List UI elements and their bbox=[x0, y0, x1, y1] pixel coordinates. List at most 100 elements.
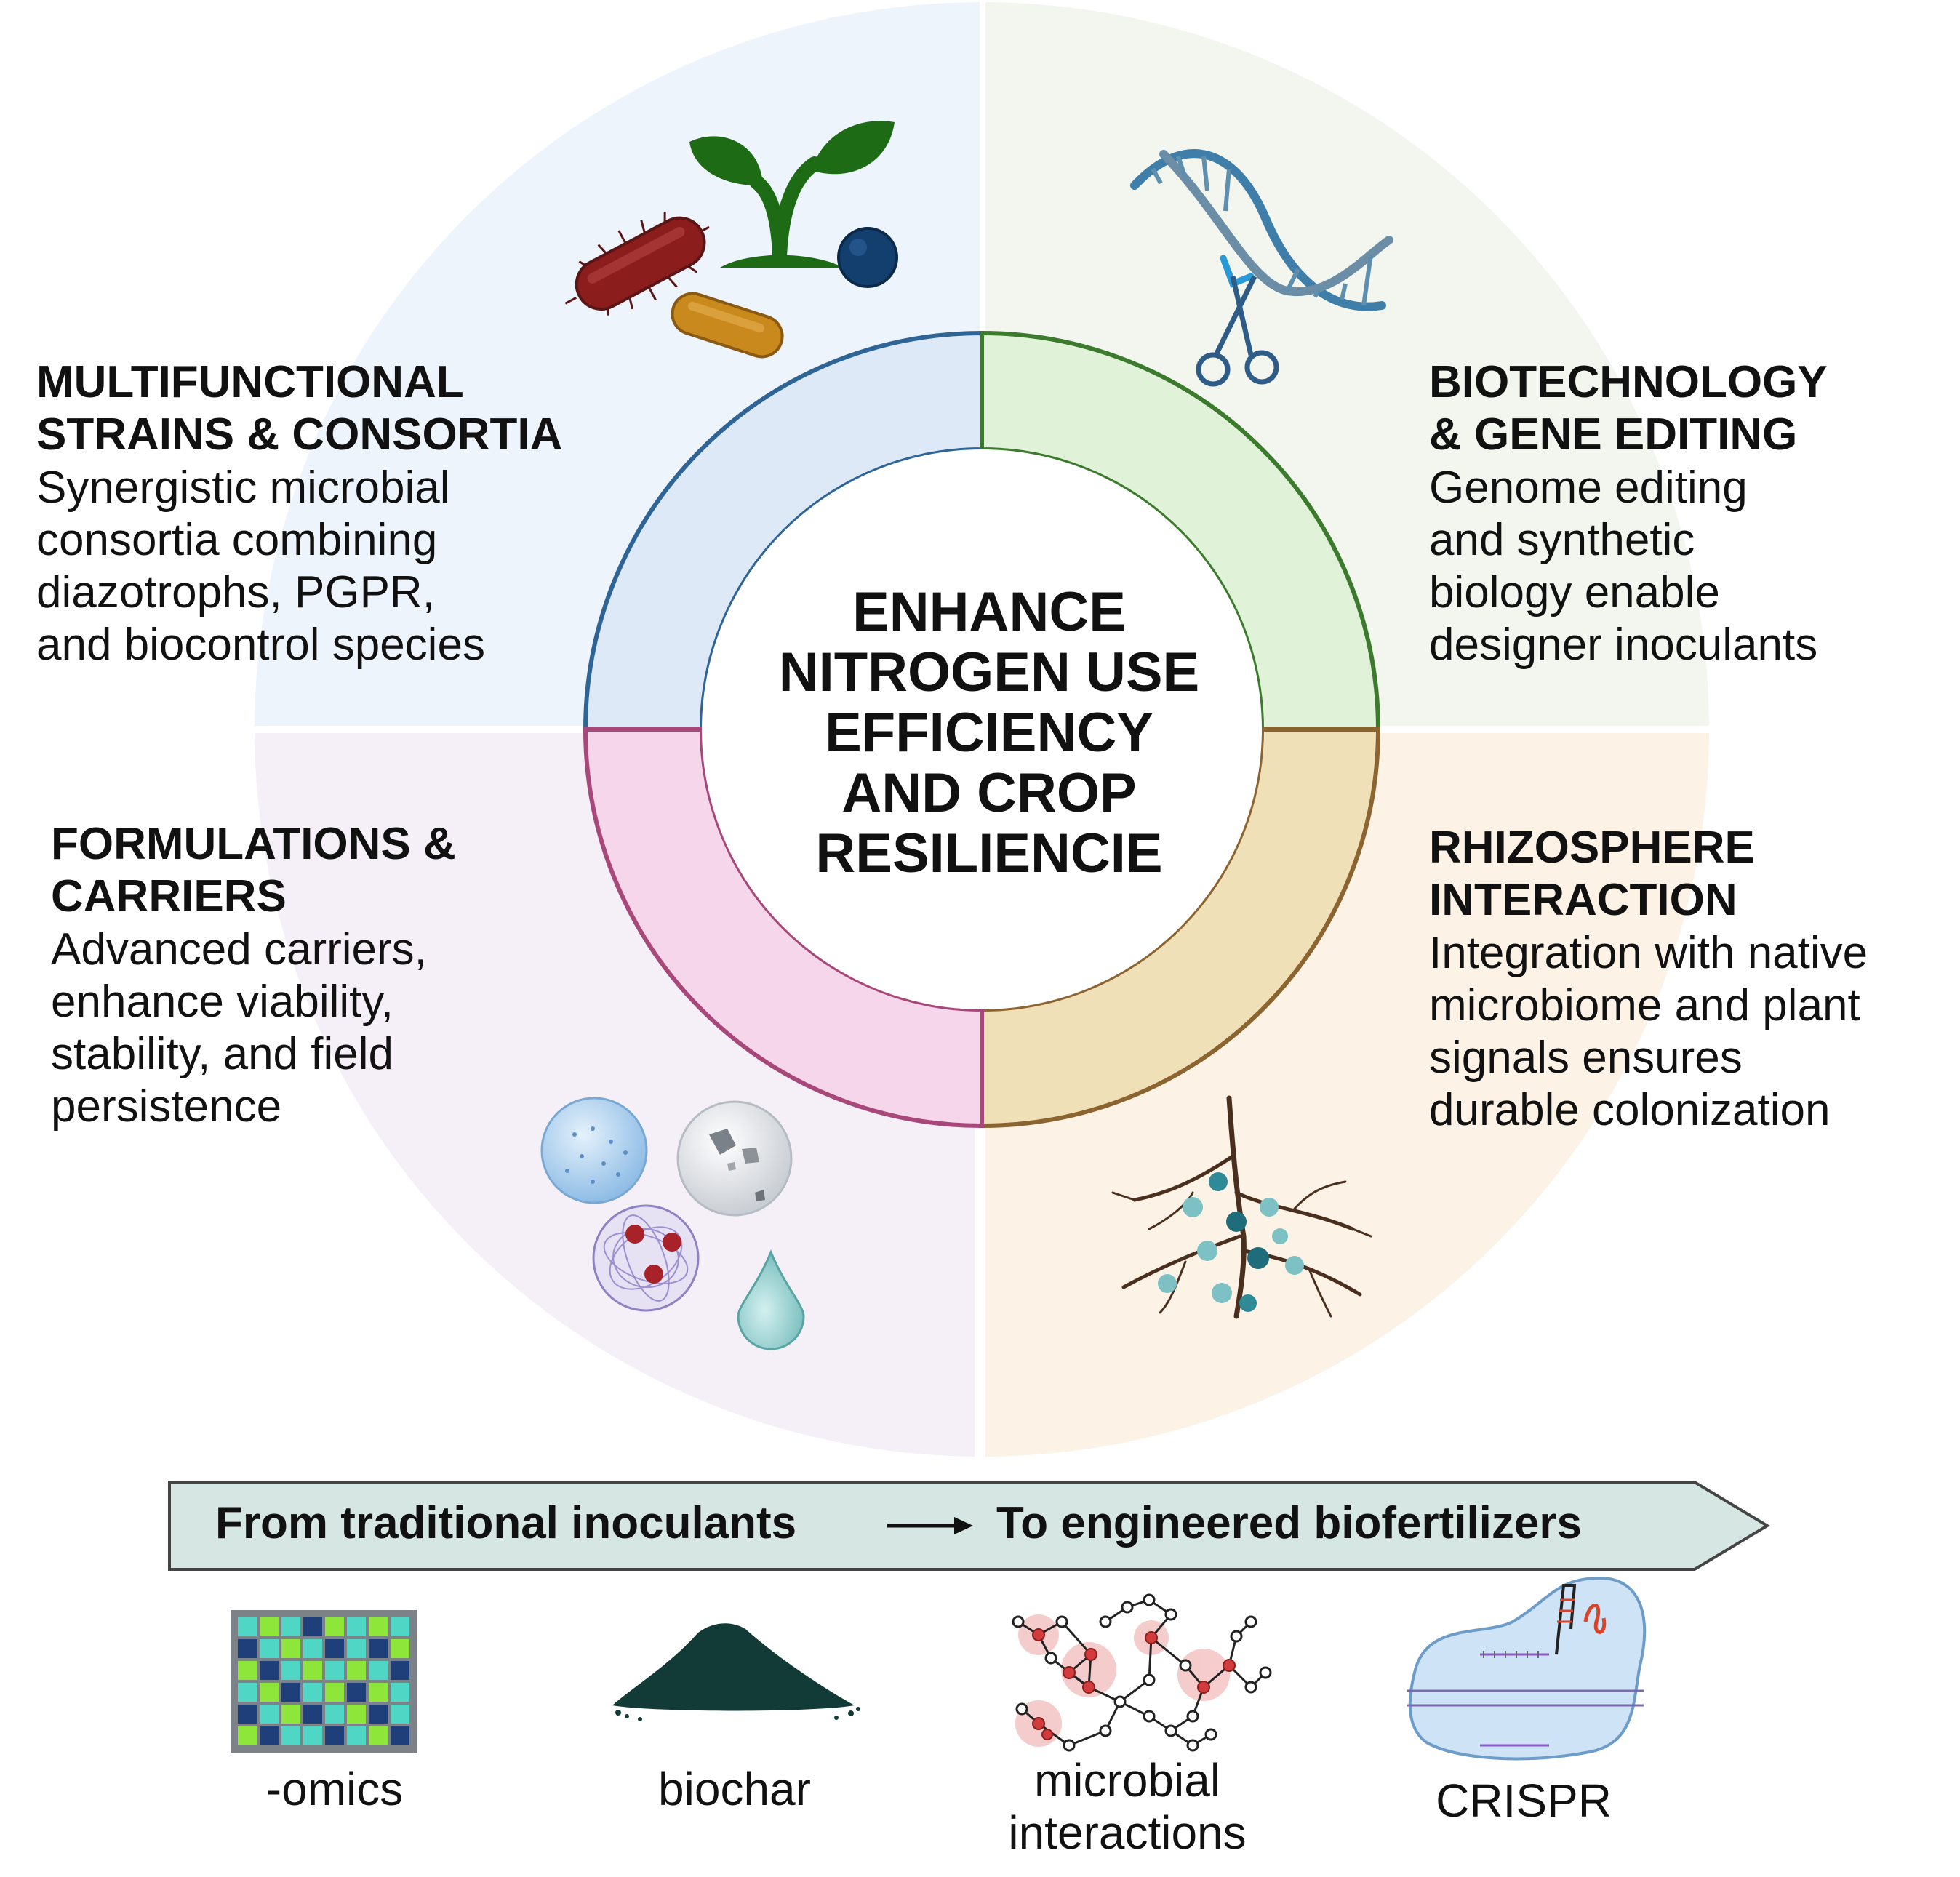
omics-cell bbox=[303, 1617, 322, 1636]
body-bottom-right: Integration with native microbiome and p… bbox=[1429, 927, 1868, 1137]
tool-label-line: microbial bbox=[1033, 1754, 1221, 1806]
omics-cell bbox=[281, 1661, 300, 1680]
omics-cell bbox=[391, 1617, 409, 1636]
omics-cell bbox=[303, 1726, 322, 1745]
omics-cell bbox=[325, 1661, 344, 1680]
tool-label-crispr: CRISPR bbox=[1411, 1774, 1636, 1827]
omics-cell bbox=[260, 1639, 279, 1658]
omics-cell bbox=[238, 1726, 257, 1745]
tool-label-microbial-interactions: microbial interactions bbox=[989, 1754, 1265, 1859]
body-line: enhance viability, bbox=[51, 977, 394, 1027]
omics-cell bbox=[281, 1705, 300, 1724]
omics-cell bbox=[347, 1726, 366, 1745]
title-line: CARRIERS bbox=[51, 871, 287, 921]
body-line: and biocontrol species bbox=[36, 620, 485, 670]
center-line: RESILIENCIE bbox=[815, 823, 1163, 884]
mineral-carrier-icon bbox=[676, 1100, 793, 1217]
scissors-icon bbox=[1196, 275, 1279, 387]
icons-top-right bbox=[1130, 149, 1393, 387]
center-line: EFFICIENCY bbox=[825, 702, 1153, 764]
coccus-icon bbox=[837, 227, 898, 288]
omics-cell bbox=[260, 1705, 279, 1724]
title-line: & GENE EDITING bbox=[1429, 409, 1798, 460]
center-disc bbox=[702, 449, 1262, 1009]
polymer-bead-icon bbox=[592, 1204, 700, 1312]
seedling-icon bbox=[689, 121, 895, 268]
omics-cell bbox=[347, 1617, 366, 1636]
omics-cell bbox=[347, 1705, 366, 1724]
title-line: BIOTECHNOLOGY bbox=[1429, 357, 1828, 407]
omics-cell bbox=[347, 1661, 366, 1680]
crispr-complex-icon bbox=[1407, 1576, 1647, 1761]
omics-cell bbox=[391, 1705, 409, 1724]
omics-cell bbox=[369, 1683, 388, 1702]
omics-cell bbox=[347, 1639, 366, 1658]
tool-label-line: -omics bbox=[265, 1763, 404, 1815]
omics-heatmap-icon bbox=[231, 1610, 417, 1753]
droplet-icon bbox=[737, 1249, 805, 1350]
omics-cell bbox=[238, 1705, 257, 1724]
tool-label-line: biochar bbox=[658, 1763, 811, 1815]
omics-cell bbox=[369, 1705, 388, 1724]
tool-label-biochar: biochar bbox=[622, 1763, 847, 1815]
body-line: signals ensures bbox=[1429, 1033, 1743, 1083]
network-icon bbox=[1012, 1593, 1272, 1752]
omics-cell bbox=[260, 1617, 279, 1636]
body-top-right: Genome editing and synthetic biology ena… bbox=[1429, 462, 1817, 671]
body-top-left: Synergistic microbial consortia combinin… bbox=[36, 462, 485, 671]
title-line: MULTIFUNCTIONAL bbox=[36, 357, 464, 407]
omics-cell bbox=[303, 1683, 322, 1702]
title-line: STRAINS & CONSORTIA bbox=[36, 409, 563, 460]
omics-cell bbox=[325, 1639, 344, 1658]
omics-cell bbox=[260, 1726, 279, 1745]
body-line: persistence bbox=[51, 1081, 282, 1132]
omics-cell bbox=[369, 1661, 388, 1680]
body-line: Advanced carriers, bbox=[51, 924, 427, 974]
icons-bottom-right bbox=[1111, 1095, 1372, 1319]
title-top-left: MULTIFUNCTIONAL STRAINS & CONSORTIA bbox=[36, 356, 562, 461]
body-line: biology enable bbox=[1429, 567, 1720, 617]
omics-cell bbox=[391, 1639, 409, 1658]
body-line: consortia combining bbox=[36, 515, 438, 565]
title-bottom-right: RHIZOSPHERE INTERACTION bbox=[1429, 822, 1755, 927]
omics-cell bbox=[325, 1726, 344, 1745]
omics-cell bbox=[260, 1661, 279, 1680]
body-line: durable colonization bbox=[1429, 1085, 1831, 1135]
root-microbes bbox=[1158, 1172, 1304, 1312]
omics-cell bbox=[369, 1726, 388, 1745]
omics-cell bbox=[281, 1726, 300, 1745]
center-line: AND CROP bbox=[841, 762, 1137, 824]
title-line: FORMULATIONS & bbox=[51, 819, 456, 869]
omics-cell bbox=[238, 1639, 257, 1658]
omics-cell bbox=[369, 1639, 388, 1658]
icons-bottom-left bbox=[540, 1097, 805, 1350]
tool-label-line: interactions bbox=[1008, 1806, 1247, 1859]
body-line: and synthetic bbox=[1429, 515, 1695, 565]
banner-arrow-icon bbox=[887, 1517, 973, 1534]
body-line: designer inoculants bbox=[1429, 620, 1818, 670]
omics-cell bbox=[238, 1617, 257, 1636]
title-bottom-left: FORMULATIONS & CARRIERS bbox=[51, 818, 456, 923]
omics-frame bbox=[231, 1610, 417, 1753]
omics-cell bbox=[325, 1705, 344, 1724]
omics-cell bbox=[238, 1661, 257, 1680]
omics-cell bbox=[281, 1639, 300, 1658]
omics-cell bbox=[260, 1683, 279, 1702]
center-ring bbox=[583, 330, 1381, 1129]
microbead-icon bbox=[540, 1097, 648, 1204]
omics-cell bbox=[303, 1639, 322, 1658]
omics-cell bbox=[391, 1726, 409, 1745]
omics-cell bbox=[325, 1683, 344, 1702]
center-title: ENHANCE NITROGEN USE EFFICIENCY AND CROP… bbox=[698, 582, 1280, 884]
dna-helix-icon bbox=[1130, 149, 1393, 311]
omics-cell bbox=[303, 1661, 322, 1680]
tool-label-omics: -omics bbox=[225, 1763, 444, 1815]
omics-cell bbox=[281, 1683, 300, 1702]
body-line: Genome editing bbox=[1429, 463, 1748, 513]
body-bottom-left: Advanced carriers, enhance viability, st… bbox=[51, 924, 427, 1133]
body-line: Integration with native bbox=[1429, 928, 1868, 978]
banner-left-text: From traditional inoculants bbox=[215, 1498, 797, 1548]
omics-cell bbox=[238, 1683, 257, 1702]
body-line: Synergistic microbial bbox=[36, 463, 450, 513]
omics-cell bbox=[391, 1683, 409, 1702]
